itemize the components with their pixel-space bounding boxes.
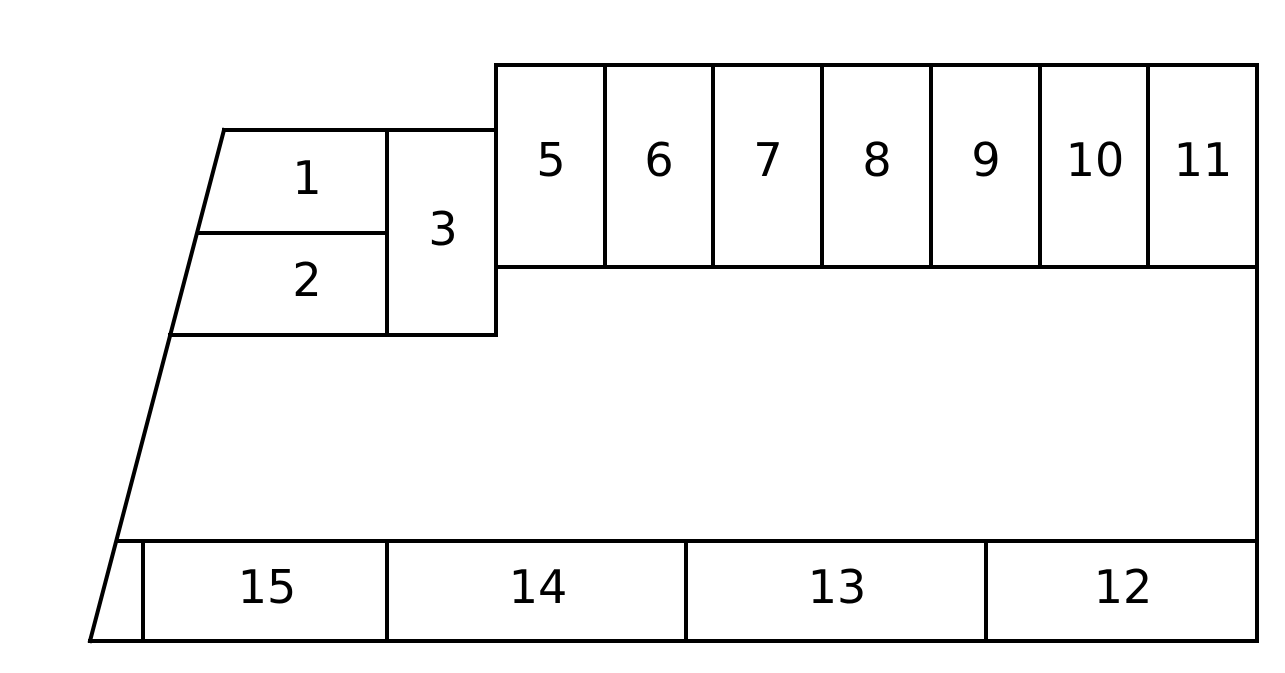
space-9-label: 9	[971, 133, 1000, 187]
space-8-label: 8	[862, 133, 891, 187]
space-5-label: 5	[536, 133, 565, 187]
left-block-lines	[168, 128, 498, 337]
top-row-outline	[494, 63, 1259, 643]
space-3-label: 3	[428, 202, 457, 256]
space-11-label: 11	[1174, 133, 1233, 187]
space-labels: 1 2 3 5 6 7 8 9 10 11 12 13 14 15	[238, 133, 1233, 614]
left-slanted-boundary	[87, 127, 227, 644]
space-12-label: 12	[1094, 560, 1153, 614]
space-7-label: 7	[753, 133, 782, 187]
space-13-label: 13	[808, 560, 867, 614]
space-2-label: 2	[292, 253, 321, 307]
lot-outline	[87, 63, 1259, 644]
space-15-label: 15	[238, 560, 297, 614]
top-row-dividers	[603, 63, 1150, 269]
space-10-label: 10	[1066, 133, 1125, 187]
space-1-label: 1	[292, 151, 321, 205]
space-6-label: 6	[644, 133, 673, 187]
space-14-label: 14	[509, 560, 568, 614]
bottom-row-dividers	[141, 539, 988, 643]
